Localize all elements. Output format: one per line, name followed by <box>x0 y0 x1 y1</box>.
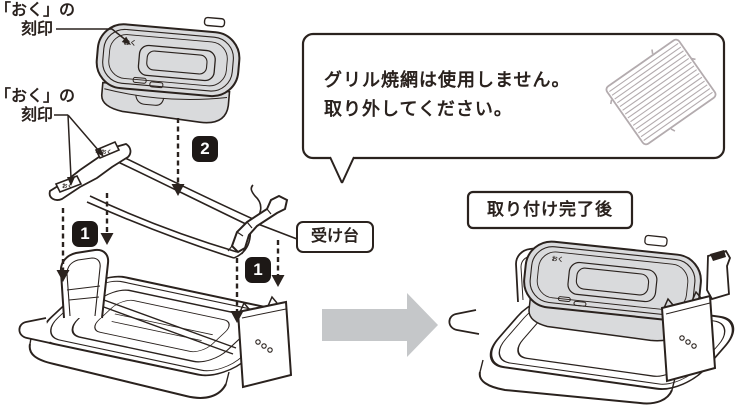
completed-assembly-illustration: おく <box>448 234 735 405</box>
support-stand-label: 受け台 <box>310 228 359 245</box>
completed-label: 取り付け完了後 <box>487 200 613 219</box>
support-frame-illustration: おく おく <box>48 140 262 259</box>
engraving-label-left: 「おく」の 刻印 <box>0 87 75 125</box>
engraving-left-leader <box>54 114 104 186</box>
engraving-mark: おく <box>62 183 73 190</box>
grill-net-illustration <box>605 38 717 146</box>
bubble-text-line2: 取り外してください。 <box>324 99 513 119</box>
tray-assembly-illustration <box>18 248 293 399</box>
engraving-label-top-line2: 刻印 <box>21 21 54 38</box>
completed-label-box <box>466 190 634 230</box>
engraving-label-top: 「おく」の 刻印 <box>0 1 75 39</box>
engraving-mark: おく <box>551 256 564 264</box>
engraving-mark: おく <box>101 149 112 156</box>
bubble-text-line1: グリル焼網は使用しません。 <box>324 70 571 90</box>
bubble-text: グリル焼網は使用しません。 取り外してください。 <box>324 66 570 124</box>
transition-arrow <box>322 293 438 357</box>
step-arrows <box>56 118 285 323</box>
engraving-top-leader <box>56 28 131 45</box>
engraving-label-left-line1: 「おく」の <box>0 88 76 105</box>
speech-bubble <box>301 32 726 184</box>
step-badge-1-left: 1 <box>72 221 98 247</box>
engraving-label-left-line2: 刻印 <box>21 107 54 124</box>
step-badge-1-right: 1 <box>245 257 271 283</box>
step-badge-2: 2 <box>192 136 218 162</box>
support-stand-illustration <box>227 194 289 255</box>
engraving-label-top-line1: 「おく」の <box>0 2 76 19</box>
grill-pan-illustration: おく <box>95 16 241 124</box>
engraving-mark: おく <box>123 37 137 47</box>
